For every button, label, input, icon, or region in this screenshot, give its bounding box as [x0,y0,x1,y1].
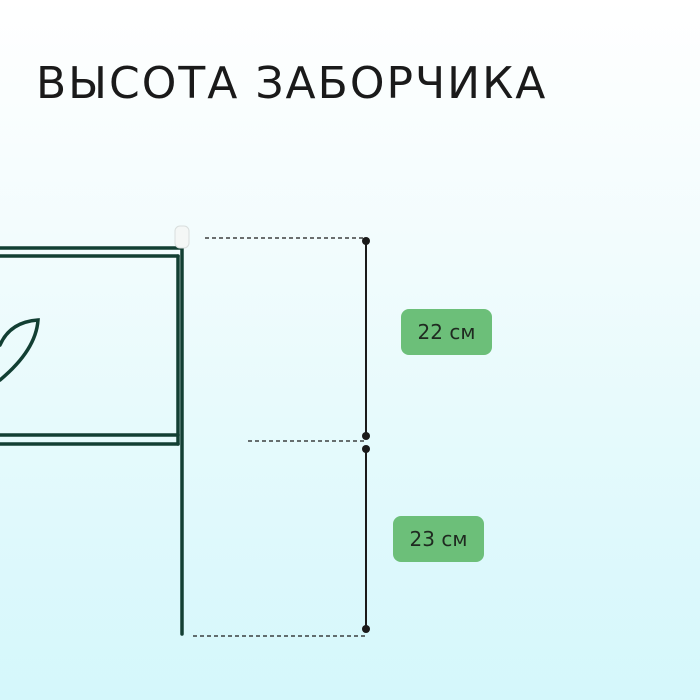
fence-frame [0,246,184,636]
height-badge-lower: 23 см [393,516,484,562]
dimension-point-bottom [362,625,370,633]
page-title: ВЫСОТА ЗАБОРЧИКА [36,58,548,109]
leaf-ornament [0,318,40,382]
dimension-point-mid-b [362,445,370,453]
dimension-point-mid-a [362,432,370,440]
dimension-point-top [362,237,370,245]
dimension-points [362,237,370,633]
dimension-guides [193,237,366,637]
post-cap [174,225,190,249]
height-badge-upper: 22 см [401,309,492,355]
